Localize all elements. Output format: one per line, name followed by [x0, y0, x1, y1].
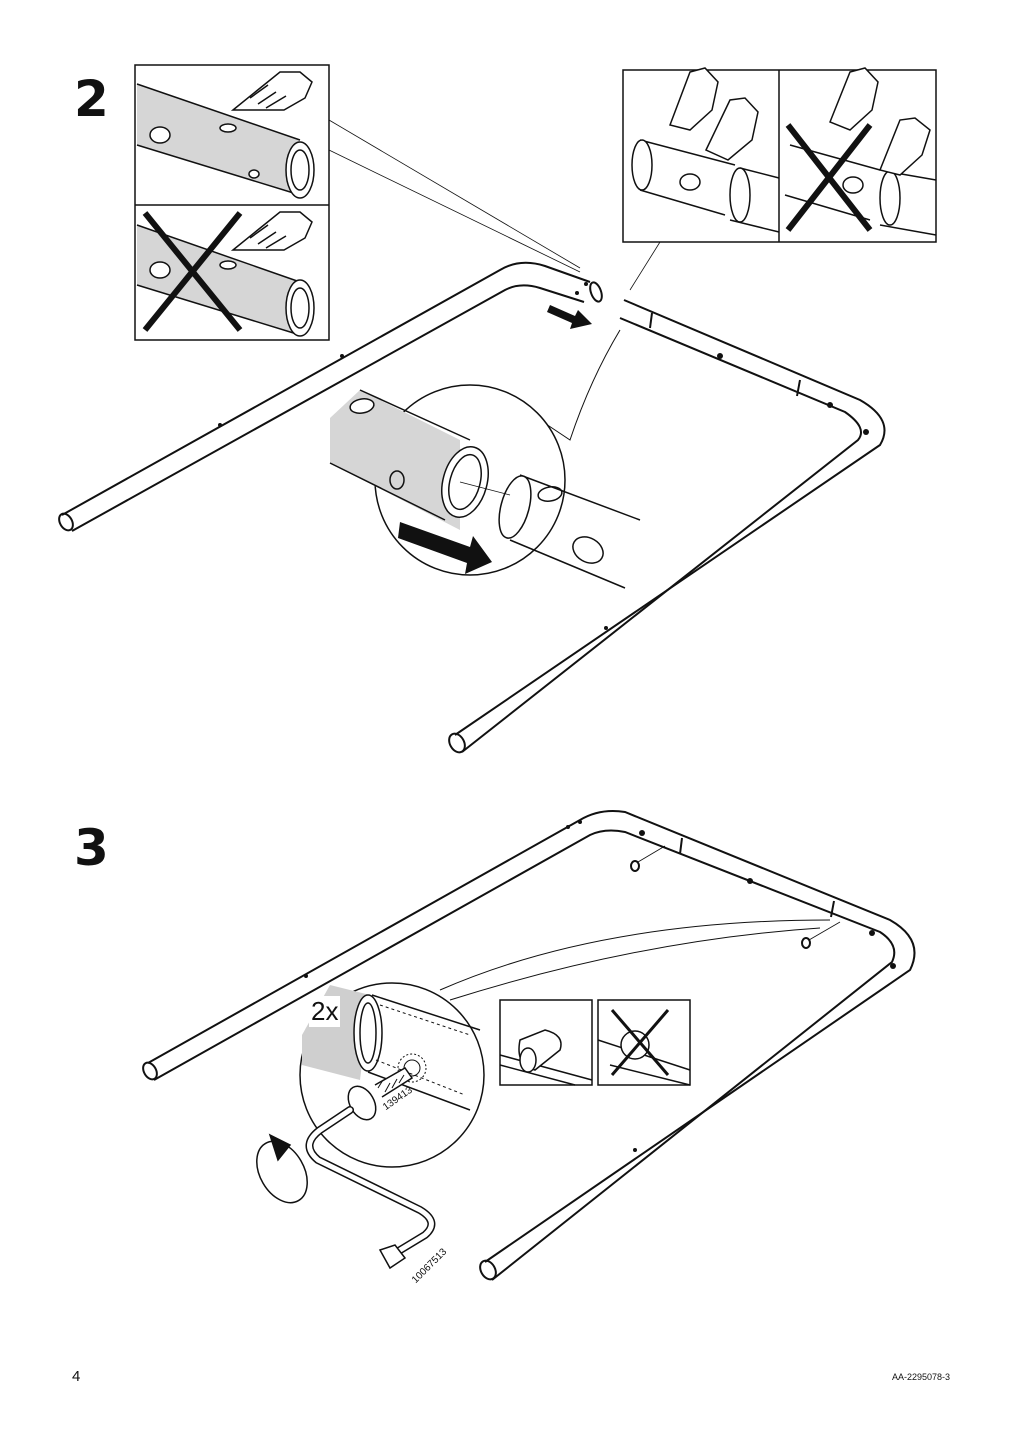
arrow-right-icon — [398, 522, 492, 574]
hand-pointing-icon — [669, 67, 759, 161]
cross-mark-icon — [142, 211, 243, 332]
step-3-number: 3 — [74, 819, 109, 877]
step-2-number: 2 — [74, 70, 109, 128]
screw-head-inset — [499, 999, 691, 1086]
cross-mark-icon — [785, 123, 873, 232]
left-frame-tube — [61, 261, 591, 516]
right-frame-tube — [454, 299, 886, 736]
zoom-detail — [329, 329, 641, 589]
screw-part-number: 139413 — [381, 1084, 415, 1114]
key-part-number: 10067513 — [410, 1246, 450, 1286]
orientation-inset-right — [622, 67, 937, 291]
arrow-right-icon — [547, 305, 592, 329]
document-code: AA-2295078-3 — [891, 1372, 950, 1382]
step-2-illustration — [58, 64, 937, 754]
quantity-label: 2x — [309, 996, 341, 1027]
allen-key — [305, 1106, 436, 1259]
hand-pointing-icon — [829, 67, 931, 176]
assembled-frame — [147, 810, 916, 1263]
hand-pointing-icon — [230, 211, 313, 251]
rotate-clockwise-icon — [256, 1133, 308, 1204]
page-number: 4 — [72, 1368, 81, 1385]
hand-pointing-icon — [230, 71, 313, 111]
orientation-inset-left — [134, 64, 581, 341]
cross-mark-icon — [610, 1009, 670, 1076]
screw-detail — [256, 982, 485, 1270]
